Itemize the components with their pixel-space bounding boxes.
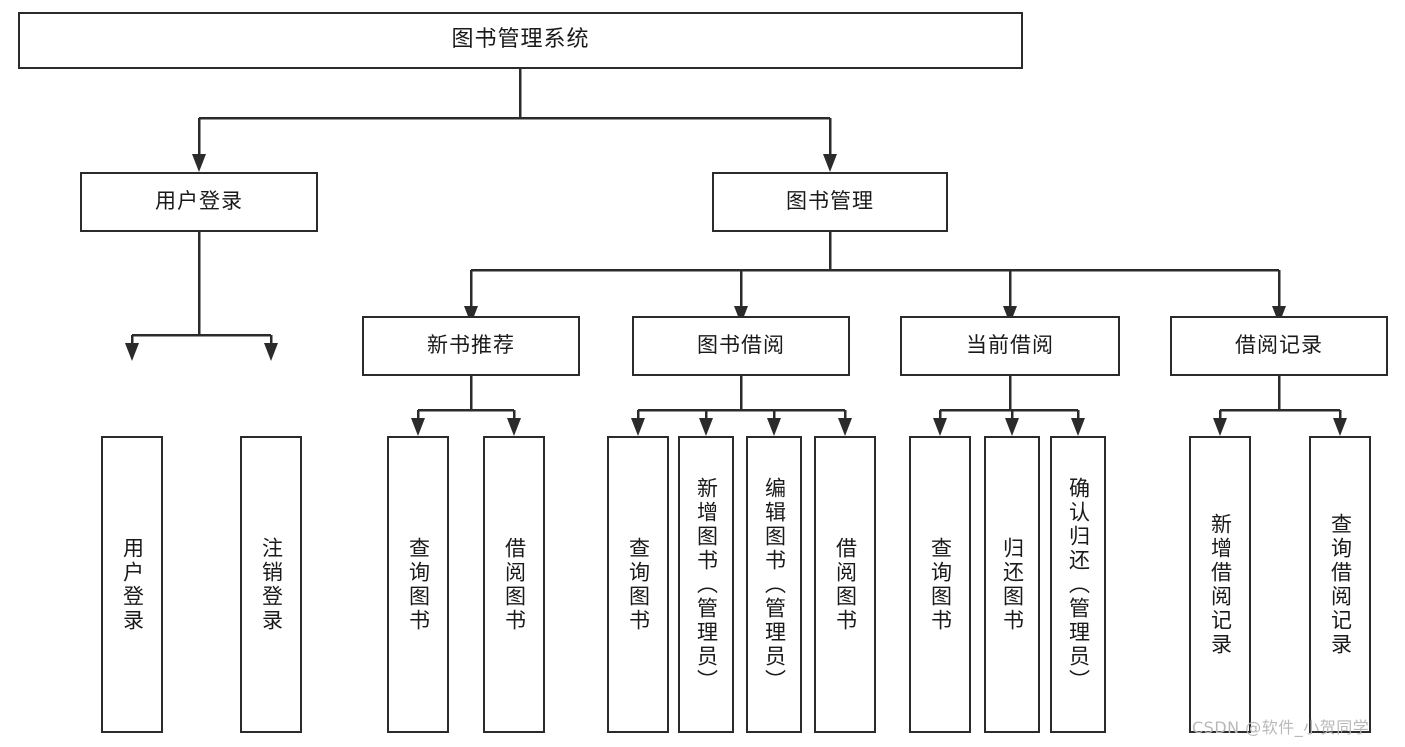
node-label: 确认归还（管理员）: [1066, 476, 1091, 693]
node-label: 借阅图书: [502, 536, 527, 633]
leaf-query-borrow-record[interactable]: 查询借阅记录: [1309, 436, 1371, 733]
node-label: 新增借阅记录: [1208, 512, 1233, 657]
leaf-borrow-book-recommend[interactable]: 借阅图书: [483, 436, 545, 733]
leaf-borrow-book[interactable]: 借阅图书: [814, 436, 876, 733]
leaf-query-book-current[interactable]: 查询图书: [909, 436, 971, 733]
leaf-add-book-admin[interactable]: 新增图书（管理员）: [678, 436, 734, 733]
node-label: 归还图书: [1000, 536, 1025, 633]
node-label: 查询图书: [406, 536, 431, 633]
node-current-borrow[interactable]: 当前借阅: [900, 316, 1120, 376]
node-label: 图书管理: [786, 189, 874, 214]
leaf-logout-login[interactable]: 注销登录: [240, 436, 302, 733]
leaf-edit-book-admin[interactable]: 编辑图书（管理员）: [746, 436, 802, 733]
leaf-query-book-borrow[interactable]: 查询图书: [607, 436, 669, 733]
leaf-return-book[interactable]: 归还图书: [984, 436, 1040, 733]
node-label: 新增图书（管理员）: [694, 476, 719, 693]
node-new-book-recommend[interactable]: 新书推荐: [362, 316, 580, 376]
node-label: 注销登录: [259, 536, 284, 633]
node-label: 用户登录: [120, 536, 145, 633]
node-book-borrow[interactable]: 图书借阅: [632, 316, 850, 376]
node-label: 新书推荐: [427, 333, 515, 358]
node-root-system[interactable]: 图书管理系统: [18, 12, 1023, 69]
node-label: 借阅图书: [833, 536, 858, 633]
node-label: 查询图书: [928, 536, 953, 633]
node-label: 用户登录: [155, 189, 243, 214]
node-label: 查询借阅记录: [1328, 512, 1353, 657]
node-label: 借阅记录: [1235, 333, 1323, 358]
node-label: 当前借阅: [966, 333, 1054, 358]
leaf-query-book-recommend[interactable]: 查询图书: [387, 436, 449, 733]
node-user-login[interactable]: 用户登录: [80, 172, 318, 232]
leaf-confirm-return-admin[interactable]: 确认归还（管理员）: [1050, 436, 1106, 733]
node-label: 图书管理系统: [451, 27, 590, 53]
node-label: 查询图书: [626, 536, 651, 633]
node-label: 图书借阅: [697, 333, 785, 358]
leaf-add-borrow-record[interactable]: 新增借阅记录: [1189, 436, 1251, 733]
leaf-user-login[interactable]: 用户登录: [101, 436, 163, 733]
node-book-manage[interactable]: 图书管理: [712, 172, 948, 232]
node-label: 编辑图书（管理员）: [762, 476, 787, 693]
node-borrow-record[interactable]: 借阅记录: [1170, 316, 1388, 376]
csdn-watermark: CSDN @软件_小贺同学: [1192, 718, 1370, 737]
